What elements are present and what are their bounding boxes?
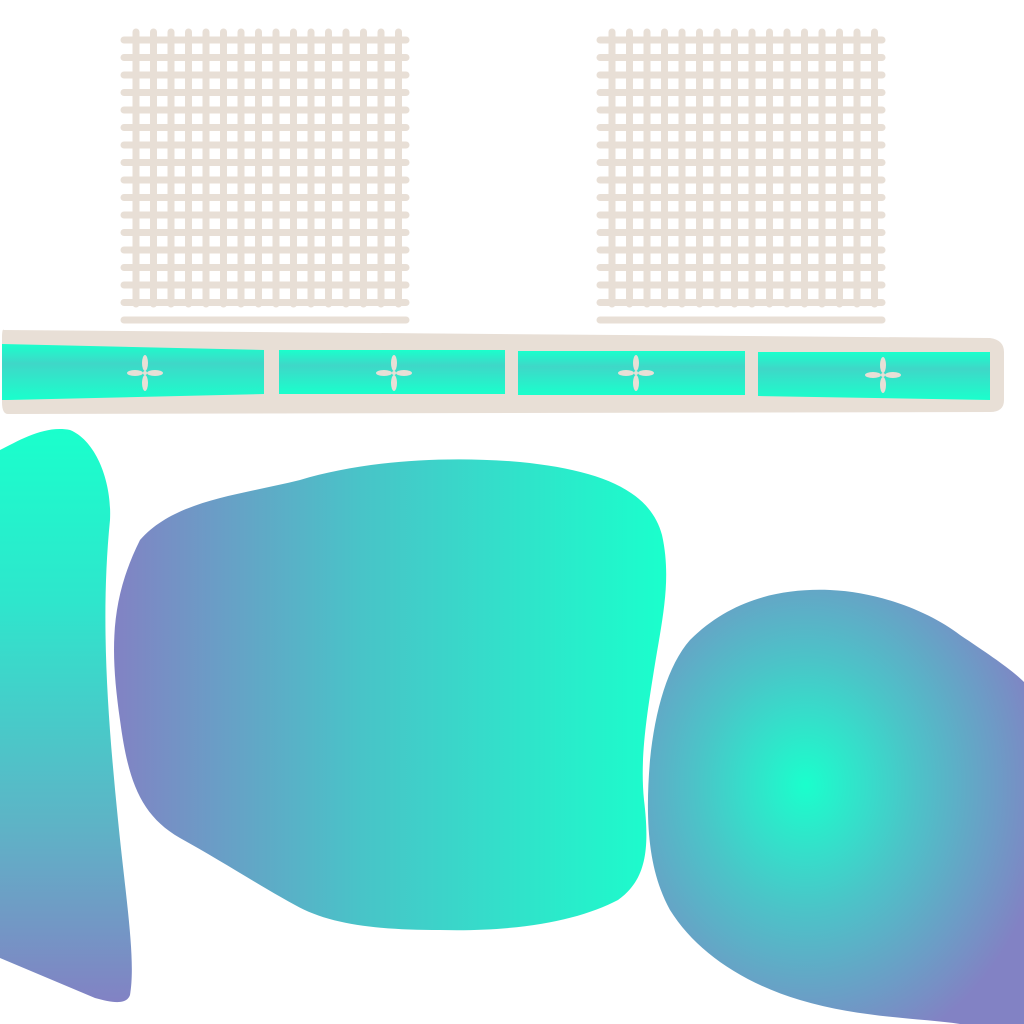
strip	[2, 329, 1004, 414]
blob-middle	[114, 459, 667, 931]
woven-patch-left	[120, 28, 410, 324]
blob-right	[647, 589, 1024, 1024]
woven-patch-right	[596, 28, 886, 324]
blob-left	[0, 429, 132, 1003]
